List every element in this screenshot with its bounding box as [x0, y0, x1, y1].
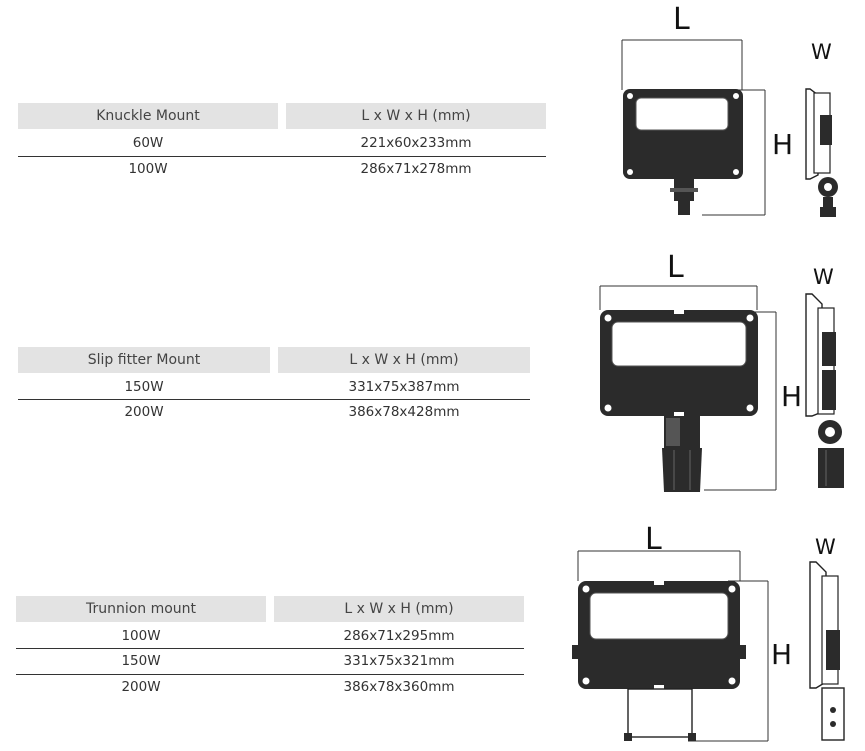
table-row: 100W 286x71x278mm: [18, 161, 546, 181]
dimensions-cell: 221x60x233mm: [360, 135, 472, 151]
knuckle-front-drawing: [621, 39, 766, 216]
knuckle-side-drawing: [805, 88, 838, 217]
height-label: H: [772, 128, 794, 161]
height-label: H: [771, 638, 793, 671]
slip-fitter-mount-table: Slip fitter Mount L x W x H (mm) 150W 33…: [18, 347, 530, 427]
trunnion-side-drawing: [809, 561, 845, 741]
length-label: L: [667, 250, 684, 285]
mount-type-header: Slip fitter Mount: [18, 347, 270, 373]
table-row: 150W 331x75x321mm: [16, 653, 524, 673]
width-label: W: [815, 535, 836, 559]
wattage-cell: 100W: [121, 628, 161, 644]
width-label: W: [813, 265, 834, 289]
wattage-cell: 200W: [124, 404, 164, 420]
row-divider: [16, 648, 524, 649]
wattage-cell: 100W: [128, 161, 168, 177]
dimensions-header: L x W x H (mm): [286, 103, 546, 129]
dimensions-cell: 286x71x278mm: [360, 161, 472, 177]
table-row: 100W 286x71x295mm: [16, 628, 524, 648]
row-divider: [18, 156, 546, 157]
wattage-cell: 150W: [121, 653, 161, 669]
dimensions-header: L x W x H (mm): [278, 347, 530, 373]
table-row: 60W 221x60x233mm: [18, 135, 546, 155]
table-row: 200W 386x78x428mm: [18, 404, 530, 424]
dimensions-cell: 286x71x295mm: [343, 628, 455, 644]
mount-type-header: Trunnion mount: [16, 596, 266, 622]
mount-type-header: Knuckle Mount: [18, 103, 278, 129]
dimensions-cell: 331x75x387mm: [348, 379, 460, 395]
width-label: W: [811, 40, 832, 64]
row-divider: [16, 674, 524, 675]
wattage-cell: 60W: [132, 135, 164, 151]
dimensions-header: L x W x H (mm): [274, 596, 524, 622]
length-label: L: [673, 2, 690, 37]
trunnion-front-drawing: [572, 550, 769, 742]
trunnion-mount-table: Trunnion mount L x W x H (mm) 100W 286x7…: [16, 596, 524, 706]
length-label: L: [645, 522, 662, 557]
wattage-cell: 150W: [124, 379, 164, 395]
table-row: 200W 386x78x360mm: [16, 679, 524, 699]
dimensions-cell: 386x78x360mm: [343, 679, 455, 695]
wattage-cell: 200W: [121, 679, 161, 695]
table-row: 150W 331x75x387mm: [18, 379, 530, 399]
dimensions-cell: 386x78x428mm: [348, 404, 460, 420]
dimensions-cell: 331x75x321mm: [343, 653, 455, 669]
slip-fitter-side-drawing: [805, 293, 844, 488]
knuckle-mount-table: Knuckle Mount L x W x H (mm) 60W 221x60x…: [18, 103, 546, 183]
height-label: H: [781, 380, 803, 413]
row-divider: [18, 399, 530, 400]
slip-fitter-front-drawing: [599, 285, 777, 492]
